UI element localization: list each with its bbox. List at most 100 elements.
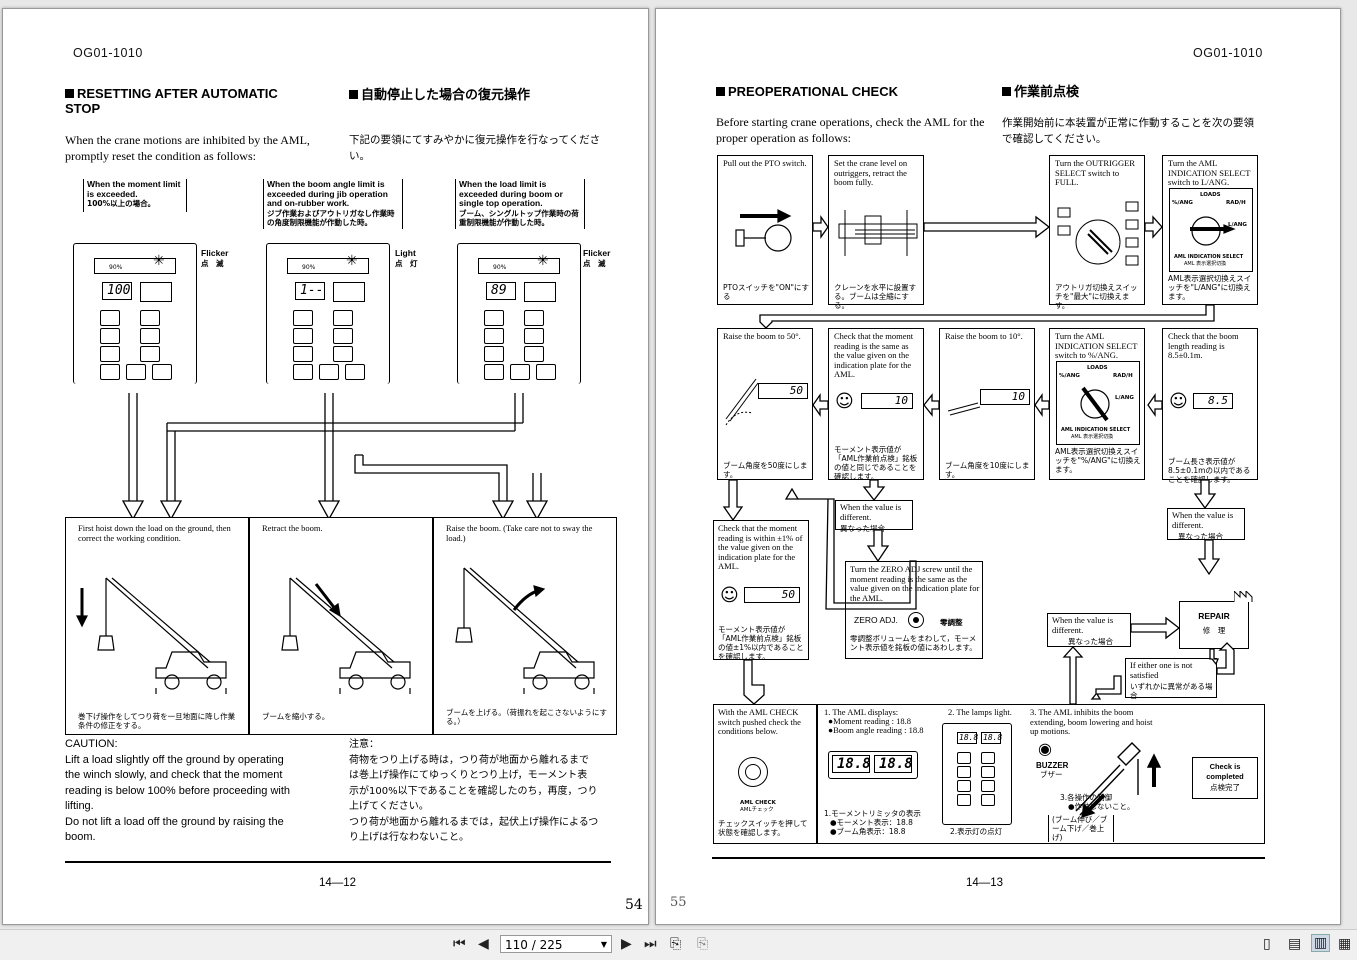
pdf-toolbar: ⏮ ◀ 110 / 225 ▼ ▶ ⏭ ⎘ ⎘ ▯ ▤ ▥ ▦	[0, 929, 1357, 960]
lamp-bar: 90%✳	[287, 253, 369, 274]
intro-text: When the crane motions are inhibited by …	[65, 133, 310, 163]
lamp-bar: 90%✳	[478, 253, 560, 274]
page-select[interactable]: 110 / 225 ▼	[500, 935, 612, 953]
first-page-button[interactable]: ⏮	[453, 936, 466, 952]
crane-illustration	[281, 577, 411, 694]
boom-angle-icon	[947, 402, 981, 416]
action-box-raise: Raise the boom. (Take care not to sway t…	[433, 517, 617, 735]
action-box-retract: Retract the boom. ブームを縮小する。	[249, 517, 433, 735]
crane-illustration	[76, 577, 227, 694]
caution-block-jp: 注意： 荷物をつり上げる時は，つり荷が地面から離れるまで は巻上げ操作にてゆっく…	[349, 739, 599, 843]
footer-rule	[65, 861, 611, 863]
page-number: 14—13	[966, 877, 1004, 889]
lcd-display-2	[140, 282, 172, 302]
not-satisfied-box: If either one is not satisfied いずれかに異常があ…	[1125, 658, 1217, 700]
step-raise-50: Raise the boom to 50°. 50 ブーム角度を50度にします。	[717, 328, 813, 480]
repair-box: REPAIR 修 理	[1179, 601, 1249, 649]
factory-roof-icon	[1234, 591, 1253, 602]
selector-knob-icon	[1080, 386, 1110, 422]
step-pto: Pull out the PTO switch. PTOスイッチを"ON"にする	[717, 155, 813, 305]
aml-panel-2: 90%✳ 1--	[266, 243, 390, 384]
section-heading-jp: 作業前点検	[1002, 84, 1079, 99]
left-page: OG01-1010 RESETTING AFTER AUTOMATIC STOP…	[2, 8, 649, 925]
next-page-button[interactable]: ▶	[621, 936, 632, 952]
step-zero-adj: Turn the ZERO ADJ screw until the moment…	[845, 561, 983, 659]
intro-text-jp: 作業開始前に本装置が正常に作動することを次の要領で確認してください。	[1002, 117, 1254, 145]
single-page-view-icon[interactable]: ▯	[1263, 936, 1271, 952]
step-indication-select: Turn the AML INDICATION SELECT switch to…	[1162, 155, 1258, 305]
step-outrigger: Turn the OUTRIGGER SELECT switch to FULL…	[1049, 155, 1145, 310]
aml-display-pair: 18.8 18.8	[828, 751, 918, 779]
crane-illustration	[455, 567, 595, 694]
lamp-bar: 90%✳	[94, 253, 176, 274]
indication-select-switch: LOADS %/ANG RAD/H L/ANG AML INDICATION S…	[1169, 188, 1253, 272]
intro-text-jp: 下記の要領にてすみやかに復元操作を行なってください。	[349, 134, 601, 162]
aml-check-switch	[738, 757, 768, 787]
aml-panel-1: 90%✳ 100	[73, 243, 197, 384]
go-back-icon[interactable]: ⎘	[670, 936, 682, 952]
lcd-display: 50	[758, 383, 808, 399]
step-aml-check: With the AML CHECK switch pushed check t…	[713, 704, 817, 844]
case-label-angle: When the boom angle limit is exceeded du…	[263, 179, 403, 229]
indication-select-switch: LOADS %/ANG RAD/H L/ANG AML INDICATION S…	[1056, 361, 1140, 445]
flow-connectors	[722, 214, 1235, 705]
selector-knob-icon	[1190, 216, 1236, 246]
doc-id: OG01-1010	[1193, 46, 1263, 60]
case-label-load: When the load limit is exceeded during b…	[455, 179, 585, 229]
boom-angle-icon	[725, 378, 759, 426]
step-indication-percent: Turn the AML INDICATION SELECT switch to…	[1049, 328, 1145, 480]
caution-block: CAUTION: Lift a load slightly off the gr…	[65, 738, 291, 843]
flicker-icon: ✳	[153, 253, 165, 269]
lcd-display: 89	[486, 282, 516, 300]
operator-face-icon: ☺	[720, 585, 739, 606]
chevron-down-icon: ▼	[600, 940, 607, 949]
crane-top-icon	[838, 210, 918, 256]
check-completed-box: Check is completed 点検完了	[1192, 757, 1258, 799]
light-icon: ✳	[346, 253, 358, 269]
check-conditions-box: 1. The AML displays: ●Moment reading : 1…	[817, 704, 1265, 844]
section-heading-jp: 自動停止した場合の復元操作	[349, 87, 530, 102]
zero-adj-screw-icon	[908, 612, 924, 628]
right-page: OG01-1010 PREOPERATIONAL CHECK 作業前点検 Bef…	[655, 8, 1341, 925]
page-number: 14—12	[319, 877, 357, 889]
handwritten-number: 54	[625, 897, 643, 913]
doc-id: OG01-1010	[73, 46, 143, 60]
continuous-view-icon[interactable]: ▤	[1288, 936, 1302, 952]
lcd-display-2	[333, 282, 365, 302]
step-raise-10: Raise the boom to 10°. 10 ブーム角度を10度にします。	[939, 328, 1035, 480]
step-check-1pct: Check that the moment reading is within …	[713, 520, 809, 661]
boom-motion-icon	[1075, 742, 1162, 819]
operator-face-icon: ☺	[1169, 391, 1188, 412]
flicker-icon: ✳	[537, 253, 549, 269]
section-heading: PREOPERATIONAL CHECK	[716, 84, 898, 99]
lcd-display: 10	[980, 389, 1030, 405]
buzzer-icon: ◉	[1038, 739, 1052, 758]
aml-panel-3: 90%✳ 89	[457, 243, 581, 384]
two-page-view-icon[interactable]: ▥	[1311, 934, 1331, 952]
lamp-panel: 18.8 18.8	[942, 723, 1012, 825]
last-page-button[interactable]: ⏭	[644, 936, 657, 952]
section-heading: RESETTING AFTER AUTOMATIC STOP	[65, 86, 278, 116]
prev-page-button[interactable]: ◀	[478, 936, 489, 952]
lcd-display: 1--	[295, 282, 325, 300]
outrigger-select-switch-icon	[1057, 201, 1139, 266]
lcd-display: 50	[744, 587, 800, 603]
lcd-display-2	[524, 282, 556, 302]
footer-rule	[712, 857, 1265, 859]
intro-text: Before starting crane operations, check …	[716, 115, 985, 145]
flow-connectors	[121, 393, 549, 521]
operator-face-icon: ☺	[835, 391, 854, 412]
lcd-display: 10	[861, 393, 913, 409]
two-page-continuous-view-icon[interactable]: ▦	[1338, 936, 1352, 952]
action-box-hoist-down: First hoist down the load on the ground,…	[65, 517, 249, 735]
pto-switch-icon	[735, 209, 792, 252]
step-check-moment: Check that the moment reading is the sam…	[828, 328, 924, 481]
handwritten-number: 55	[670, 895, 687, 910]
lcd-display: 100	[102, 282, 132, 300]
step-level: Set the crane level on outriggers, retra…	[828, 155, 924, 310]
lcd-display: 8.5	[1193, 393, 1233, 409]
go-forward-icon[interactable]: ⎘	[697, 936, 709, 952]
